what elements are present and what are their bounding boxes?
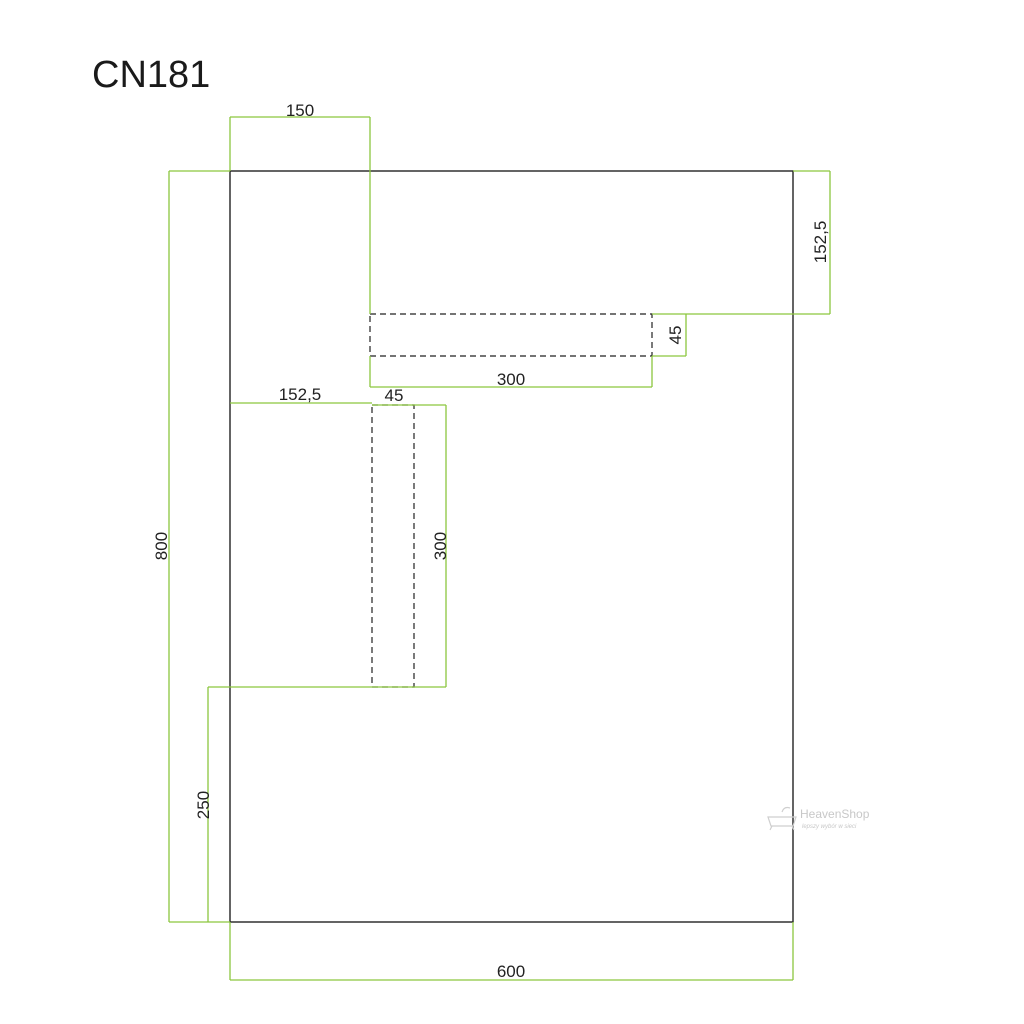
heavenshop-watermark: HeavenShop lepszy wybór w sieci bbox=[767, 806, 870, 831]
watermark-brand: HeavenShop bbox=[800, 807, 870, 821]
dim-horizontal-cutout-height: 45 bbox=[652, 314, 687, 357]
dim-horizontal-cutout-length-label: 300 bbox=[497, 370, 525, 389]
dim-top-offset-label: 150 bbox=[286, 101, 314, 120]
dim-vertical-cutout-width: 45 bbox=[372, 386, 446, 406]
drawing-title: CN181 bbox=[92, 54, 211, 96]
dim-right-offset-label: 152,5 bbox=[811, 221, 830, 264]
dim-horizontal-cutout-height-label: 45 bbox=[666, 326, 685, 345]
dim-total-width: 600 bbox=[229, 922, 794, 981]
dim-total-width-label: 600 bbox=[497, 962, 525, 981]
dim-vertical-cutout-length: 300 bbox=[208, 405, 450, 688]
dim-horizontal-cutout-length: 300 bbox=[369, 356, 653, 389]
dim-left-offset-label: 152,5 bbox=[279, 385, 322, 404]
dim-vertical-cutout-width-label: 45 bbox=[385, 386, 404, 405]
dim-vertical-cutout-length-label: 300 bbox=[431, 532, 450, 560]
panel-outline bbox=[229, 170, 794, 923]
dim-bottom-offset-label: 250 bbox=[194, 791, 213, 819]
dim-right-offset: 152,5 bbox=[652, 170, 831, 315]
watermark-tagline: lepszy wybór w sieci bbox=[802, 824, 857, 830]
vertical-cutout bbox=[371, 404, 415, 688]
dim-bottom-offset: 250 bbox=[194, 687, 213, 922]
dim-top-offset: 150 bbox=[229, 101, 371, 314]
dim-total-height: 800 bbox=[152, 170, 230, 923]
bathtub-icon bbox=[767, 806, 797, 831]
horizontal-cutout bbox=[369, 313, 653, 357]
dim-total-height-label: 800 bbox=[152, 532, 171, 560]
dim-left-offset: 152,5 bbox=[230, 385, 372, 404]
